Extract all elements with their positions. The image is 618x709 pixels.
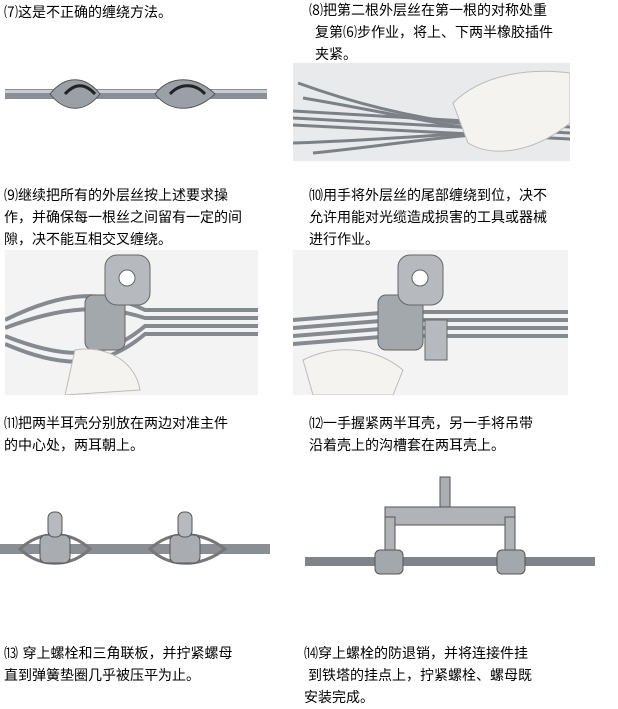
step-12-caption: ⑿一手握紧两半耳壳，另一手将吊带 沿着壳上的沟槽套在两耳壳上。 — [309, 416, 533, 454]
step-7-caption: ⑺这是不正确的缠绕方法。 — [4, 5, 172, 21]
step-8-photo — [293, 63, 570, 161]
step-8-caption: ⑻把第二根外层丝在第一根的对称处重 复第⑹步作业，将上、下两半橡胶插件 夹紧。 — [309, 3, 553, 63]
step-11-photo — [0, 500, 270, 570]
step-9-caption: ⑼继续把所有的外层丝按上述要求操 作，并确保每一根丝之间留有一定的间 隙，决不能… — [4, 188, 242, 248]
step-12-photo — [305, 472, 595, 582]
step-9-photo — [5, 250, 258, 395]
step-7-photo — [5, 65, 267, 120]
step-13-caption: ⒀ 穿上螺栓和三角联板，并拧紧螺母 直到弹簧垫圈几乎被压平为止。 — [4, 646, 233, 684]
step-10-photo — [293, 250, 568, 395]
step-14-caption: ⒁穿上螺栓的防退销，并将连接件挂 到铁塔的挂点上，拧紧螺栓、螺母既 安装完成。 — [304, 646, 532, 706]
step-11-caption: ⑾把两半耳壳分别放在两边对准主件 的中心处，两耳朝上。 — [4, 416, 228, 454]
step-10-caption: ⑽用手将外层丝的尾部缠绕到位，决不 允许用能对光缆造成损害的工具或器械 进行作业… — [309, 188, 547, 248]
